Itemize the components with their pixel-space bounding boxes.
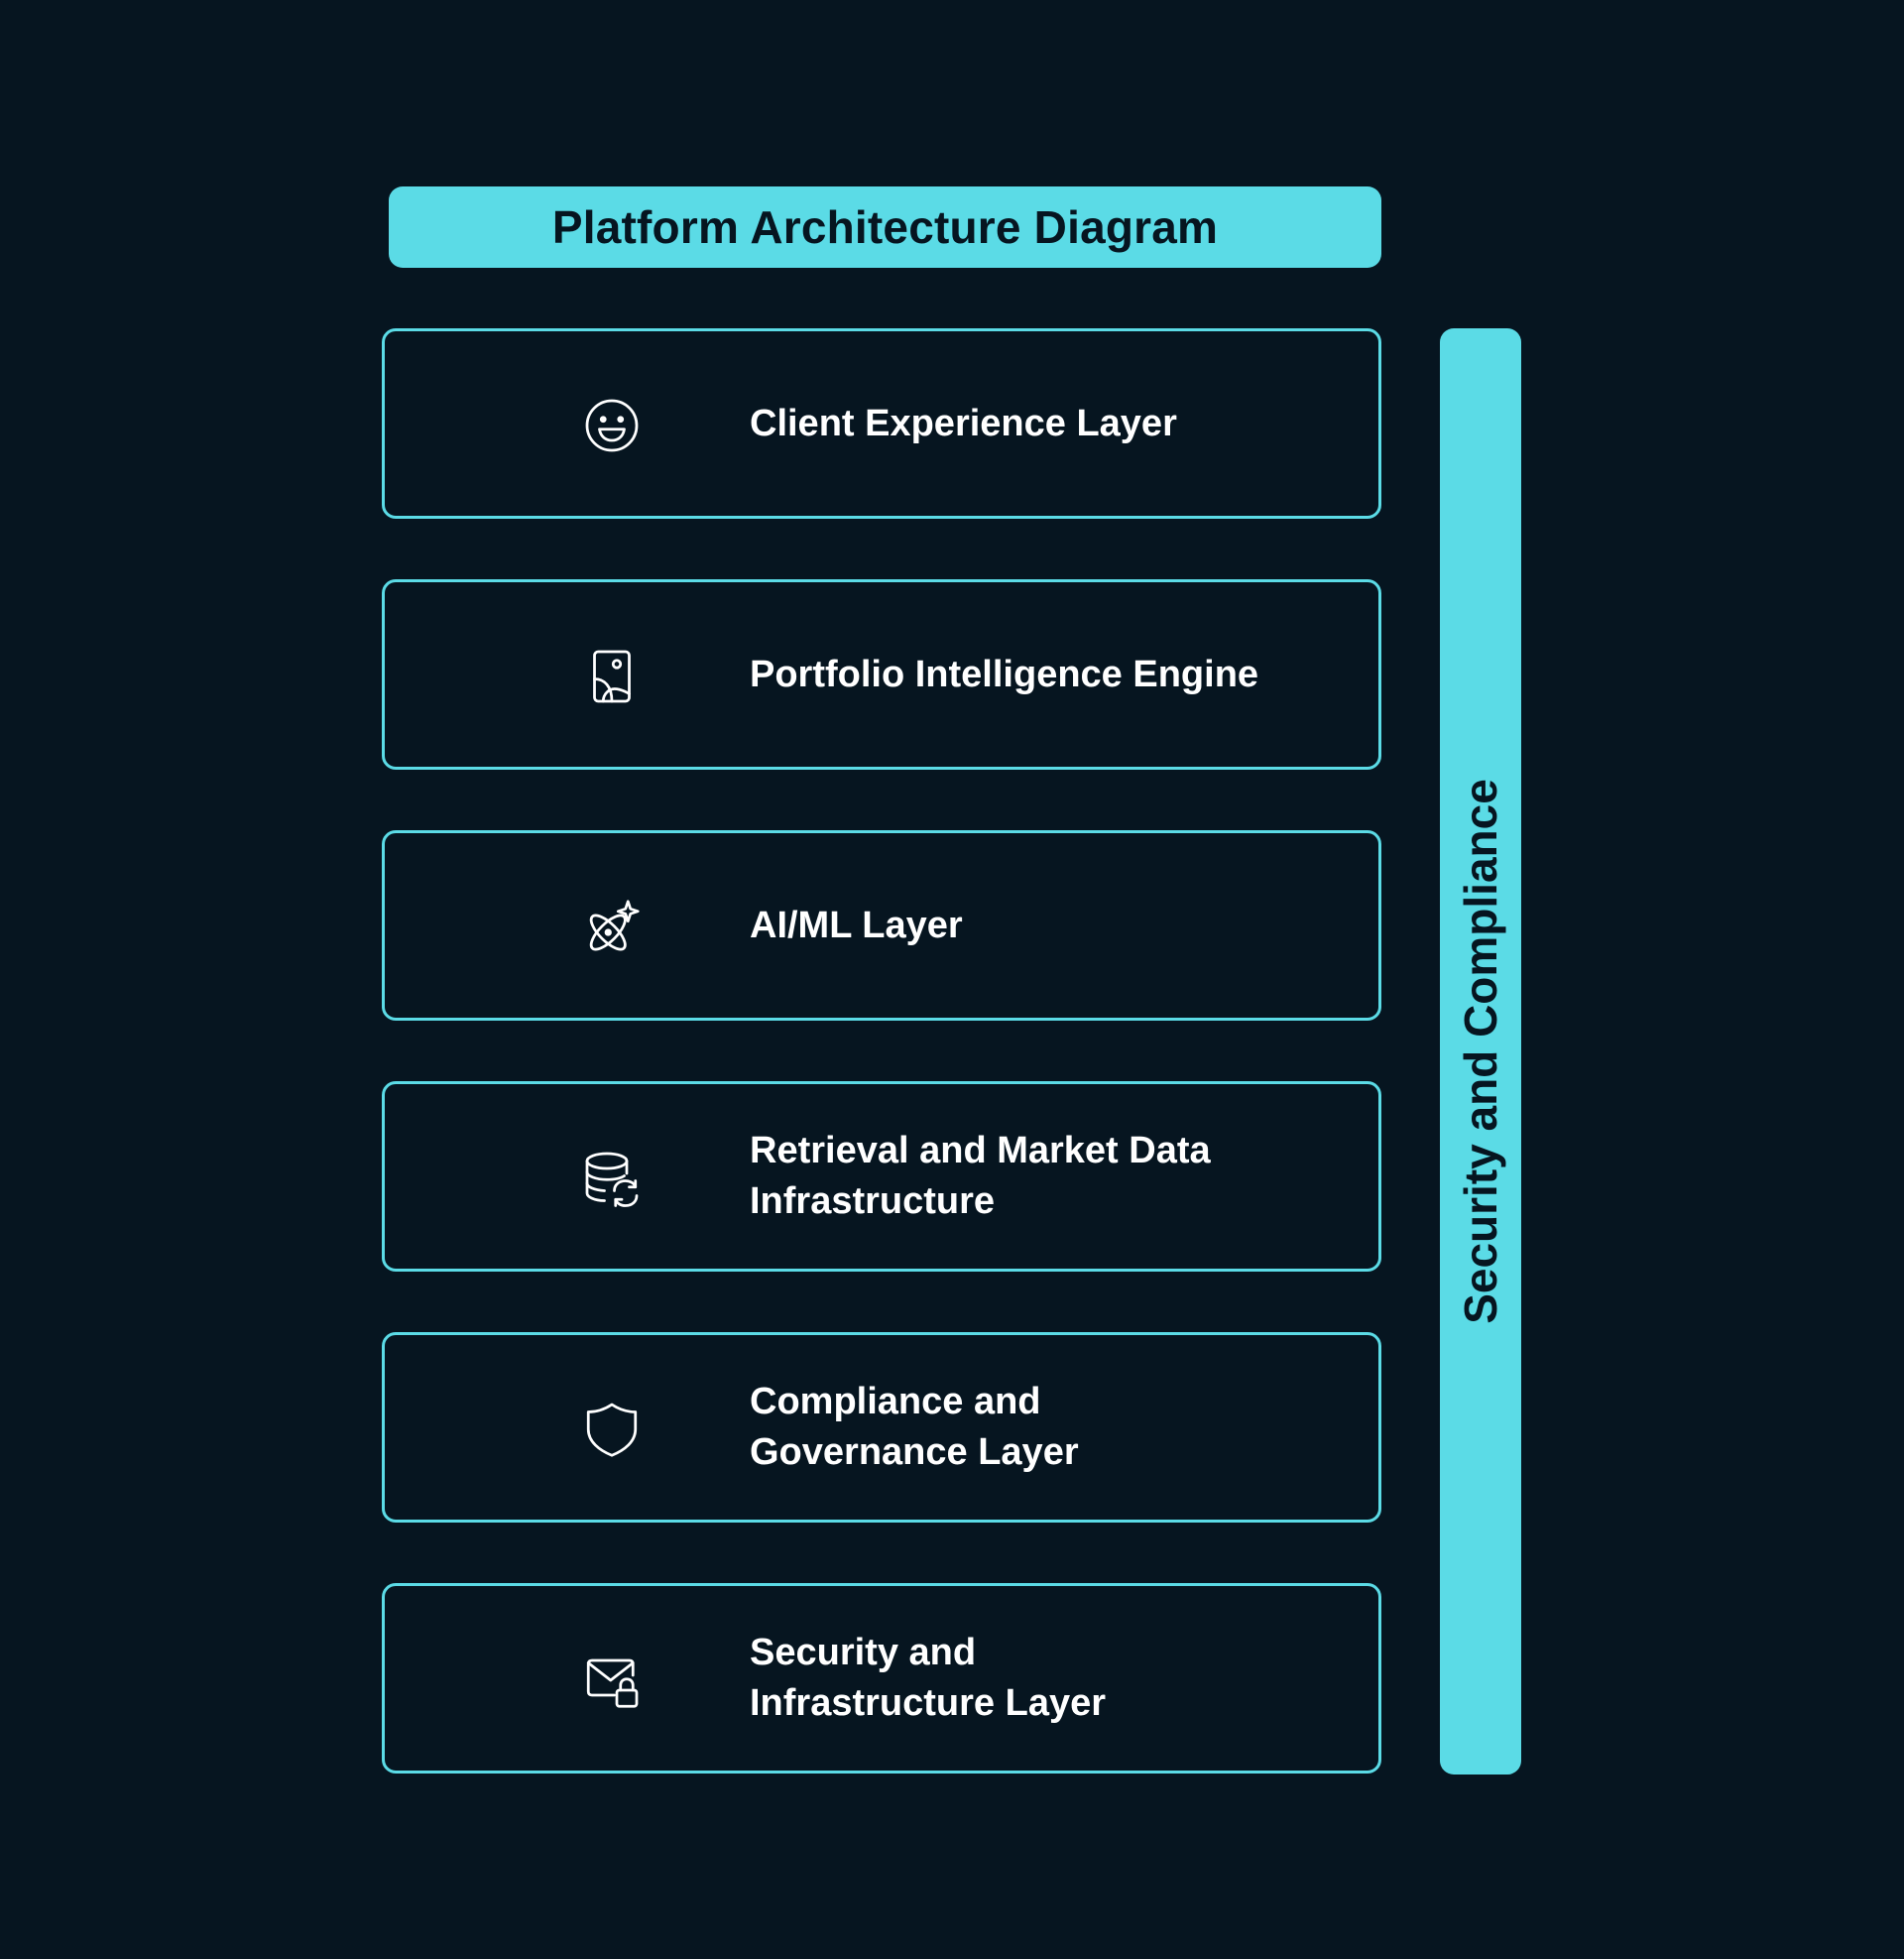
- layer-compliance-governance: Compliance and Governance Layer: [382, 1332, 1381, 1523]
- layer-client-experience: Client Experience Layer: [382, 328, 1381, 519]
- layer-security-infrastructure: Security and Infrastructure Layer: [382, 1583, 1381, 1774]
- diagram-title-bar: Platform Architecture Diagram: [389, 186, 1381, 268]
- layer-label: Security and Infrastructure Layer: [750, 1632, 1107, 1724]
- layer-retrieval-market-data: Retrieval and Market Data Infrastructure: [382, 1081, 1381, 1272]
- database-sync-icon: [580, 1147, 644, 1210]
- layer-portfolio-intelligence: Portfolio Intelligence Engine: [382, 579, 1381, 770]
- side-bar-label: Security and Compliance: [1455, 779, 1506, 1324]
- shield-icon: [580, 1398, 644, 1461]
- security-compliance-bar: Security and Compliance: [1440, 328, 1521, 1775]
- layer-label: Compliance and Governance Layer: [750, 1381, 1079, 1473]
- portfolio-image-icon: [580, 645, 644, 708]
- smiley-face-icon: [580, 394, 644, 457]
- layer-label: Retrieval and Market Data Infrastructure: [750, 1130, 1211, 1222]
- layer-label: Client Experience Layer: [750, 402, 1177, 444]
- diagram-title: Platform Architecture Diagram: [551, 201, 1219, 253]
- mail-lock-icon: [580, 1649, 644, 1712]
- ai-sparkle-orbit-icon: [580, 896, 644, 959]
- layer-label: AI/ML Layer: [750, 904, 963, 946]
- layer-label: Portfolio Intelligence Engine: [750, 653, 1259, 695]
- layer-ai-ml: AI/ML Layer: [382, 830, 1381, 1021]
